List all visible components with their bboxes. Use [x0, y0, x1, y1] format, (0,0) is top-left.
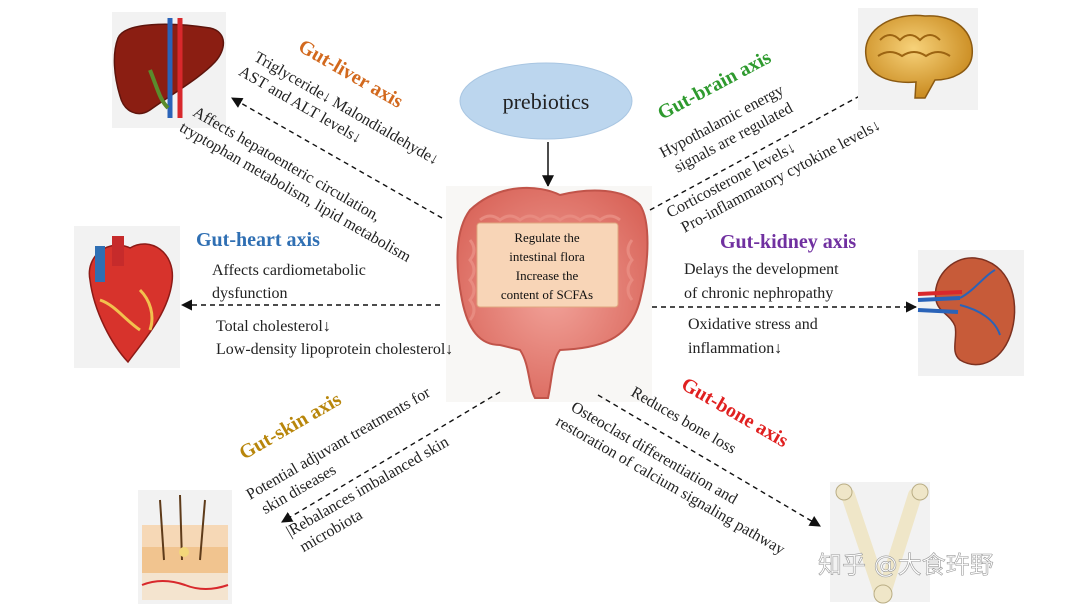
gut-kidney-line-3: Oxidative stress and — [688, 316, 818, 333]
liver-icon — [112, 12, 226, 128]
gut-kidney-title: Gut-kidney axis — [720, 231, 856, 253]
heart-icon — [74, 226, 180, 368]
brain-icon — [858, 8, 978, 110]
gut-kidney-line-2: of chronic nephropathy — [684, 285, 833, 302]
intestine-icon: Regulate the intestinal flora Increase t… — [446, 186, 652, 402]
gut-heart-line-2: dysfunction — [212, 285, 288, 302]
gut-bone-line-2: Osteoclast differentiation and — [568, 399, 740, 508]
gut-heart-line-3: Total cholesterol↓ — [216, 318, 331, 335]
gut-heart-line-1: Affects cardiometabolic — [212, 262, 366, 279]
skin-icon — [138, 490, 232, 604]
center-line-3: Increase the — [516, 268, 579, 283]
gut-brain-title: Gut-brain axis — [654, 46, 775, 124]
center-line-2: intestinal flora — [509, 249, 585, 264]
center-line-1: Regulate the — [514, 230, 580, 245]
gut-kidney-line-4: inflammation↓ — [688, 340, 782, 357]
arrow-gut-brain — [649, 85, 879, 211]
gut-heart-title: Gut-heart axis — [196, 229, 320, 251]
gut-heart-line-4: Low-density lipoprotein cholesterol↓ — [216, 341, 453, 358]
kidney-icon — [917, 250, 1024, 376]
center-text-box — [476, 222, 619, 308]
gut-brain-group: Gut-brain axis — [654, 46, 775, 124]
prebiotics-node: prebiotics — [459, 62, 633, 140]
prebiotics-label: prebiotics — [503, 89, 590, 114]
arrow-gut-bone — [597, 394, 821, 527]
gut-kidney-line-1: Delays the development — [684, 261, 839, 278]
center-line-4: content of SCFAs — [501, 287, 593, 302]
arrow-gut-liver — [231, 97, 443, 219]
bone-icon — [830, 482, 930, 604]
watermark: 知乎 @大食玝野 — [818, 551, 994, 579]
arrow-gut-skin — [281, 391, 501, 523]
